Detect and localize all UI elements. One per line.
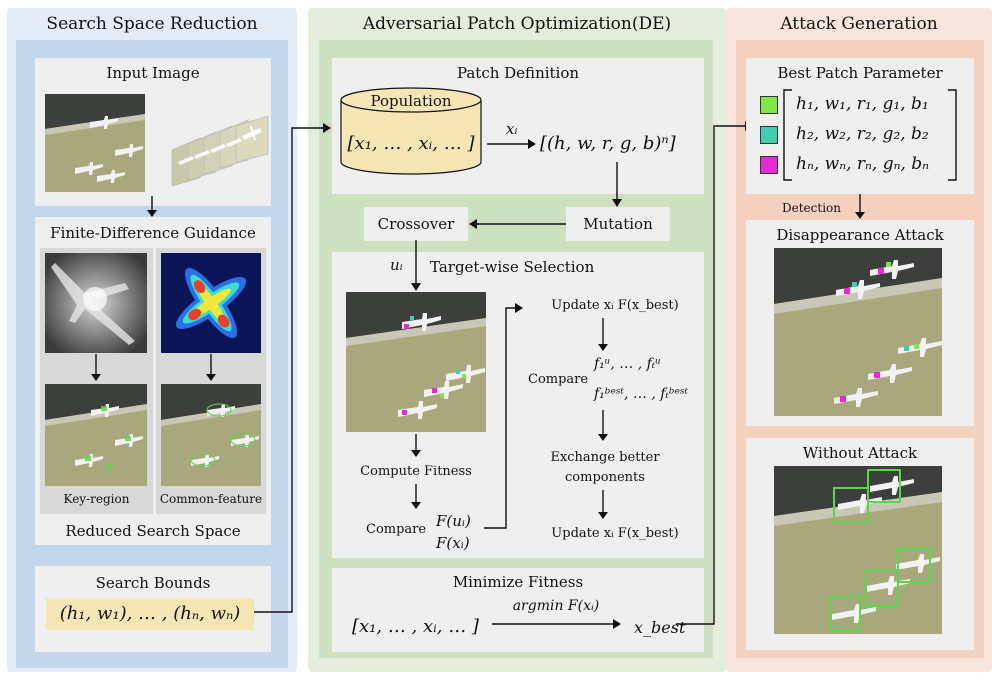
left-column-title: Search Space Reduction: [46, 14, 258, 34]
patch-color-swatch-2: [760, 126, 778, 144]
patch-color-swatch-n: [760, 156, 778, 174]
ui-label: uᵢ: [390, 256, 403, 274]
arrow-patch-to-mutation: [612, 162, 622, 207]
input-image-title: Input Image: [106, 64, 200, 82]
arrow-crossover-to-image: [411, 240, 421, 291]
mutation-box: Mutation: [566, 207, 670, 241]
key-region-label: Key-region: [63, 492, 130, 506]
f-best-sequence: f₁ᵇᵉˢᵗ, … , fₜᵇᵉˢᵗ: [594, 386, 689, 402]
key-region-image: [45, 384, 147, 486]
arrow-compare-to-exchange: [598, 410, 608, 441]
patch-color-swatch-1: [760, 96, 778, 114]
search-bounds-expression: (h₁, w₁), … , (hₙ, wₙ): [46, 598, 254, 630]
compare2-label: Compare: [528, 372, 589, 387]
update-bottom-label: Update xᵢ F(x_best): [551, 526, 679, 541]
arrow-xbest-to-attack: [676, 121, 753, 625]
arrow-input-to-fdg: [147, 196, 157, 217]
arrow-population-to-patch: [487, 139, 536, 149]
exchange-line2: components: [565, 470, 645, 485]
arrow-heatmap-down: [206, 354, 216, 381]
arrow-update-to-compare: [598, 318, 608, 351]
minimize-fitness-panel: [332, 568, 704, 652]
crossover-box: Crossover: [364, 207, 468, 241]
xi-label: xᵢ: [506, 120, 518, 138]
candidate-patched-image: [346, 292, 486, 432]
minimize-fitness-title: Minimize Fitness: [452, 573, 584, 591]
without-attack-title: Without Attack: [802, 444, 918, 462]
disappearance-title: Disappearance Attack: [776, 226, 944, 244]
f-ui-expression: F(uᵢ): [436, 512, 471, 530]
arrow-mutation-to-crossover: [469, 219, 566, 229]
patch-definition-title: Patch Definition: [456, 64, 580, 82]
reduced-search-space-label: Reduced Search Space: [65, 522, 241, 540]
compute-fitness-label: Compute Fitness: [360, 464, 472, 479]
arrow-exchange-to-update: [598, 490, 608, 519]
arrow-compare-to-update: [484, 303, 523, 529]
mid-column-title: Adversarial Patch Optimization(DE): [362, 14, 672, 34]
fdg-title: Finite-Difference Guidance: [50, 224, 256, 242]
common-feature-image: [161, 384, 261, 486]
best-patch-row-2: h₂, w₂, r₂, g₂, b₂: [796, 124, 929, 144]
f-xi-expression: F(xᵢ): [436, 534, 470, 552]
arrow-fitness-to-compare: [411, 484, 421, 509]
without-attack-image: [774, 466, 942, 634]
input-aerial-image: [45, 94, 145, 192]
population-cylinder: [340, 87, 482, 175]
arrow-image-to-fitness: [411, 434, 421, 457]
population-expression: [x₁, … , xᵢ, … ]: [347, 133, 475, 154]
arrow-detection: [855, 194, 865, 219]
detection-label: Detection: [782, 201, 841, 215]
best-patch-matrix-brackets: [783, 89, 957, 181]
exchange-line1: Exchange better: [550, 450, 660, 465]
search-bounds-title: Search Bounds: [95, 574, 211, 592]
common-feature-label: Common-feature: [159, 492, 263, 506]
xbest-label: x_best: [634, 618, 686, 637]
cropped-patches-stack: [170, 115, 270, 187]
f-u-sequence: f₁ᵘ, … , fₜᵘ: [594, 356, 661, 372]
target-wise-selection-title: Target-wise Selection: [430, 258, 595, 276]
arrow-argmin: [492, 619, 621, 629]
arrow-bounds-to-patch: [254, 123, 331, 613]
compare-label: Compare: [366, 522, 427, 537]
disappearance-image: [774, 248, 942, 416]
best-patch-row-1: h₁, w₁, r₁, g₁, b₁: [796, 94, 929, 114]
right-column-title: Attack Generation: [780, 14, 938, 34]
update-top-label: Update xᵢ F(x_best): [551, 298, 679, 313]
best-patch-title: Best Patch Parameter: [777, 64, 943, 82]
best-patch-row-n: hₙ, wₙ, rₙ, gₙ, bₙ: [796, 154, 930, 174]
argmin-label: argmin F(xᵢ): [512, 598, 600, 614]
heatmap-image: [161, 253, 261, 353]
arrow-gradient-down: [91, 354, 101, 381]
patch-vector-expression: [(h, w, r, g, b)ⁿ]: [540, 133, 676, 154]
minimize-population-expression: [x₁, … , xᵢ, … ]: [352, 616, 479, 637]
population-label: Population: [370, 92, 452, 110]
gradient-map-image: [45, 253, 147, 353]
